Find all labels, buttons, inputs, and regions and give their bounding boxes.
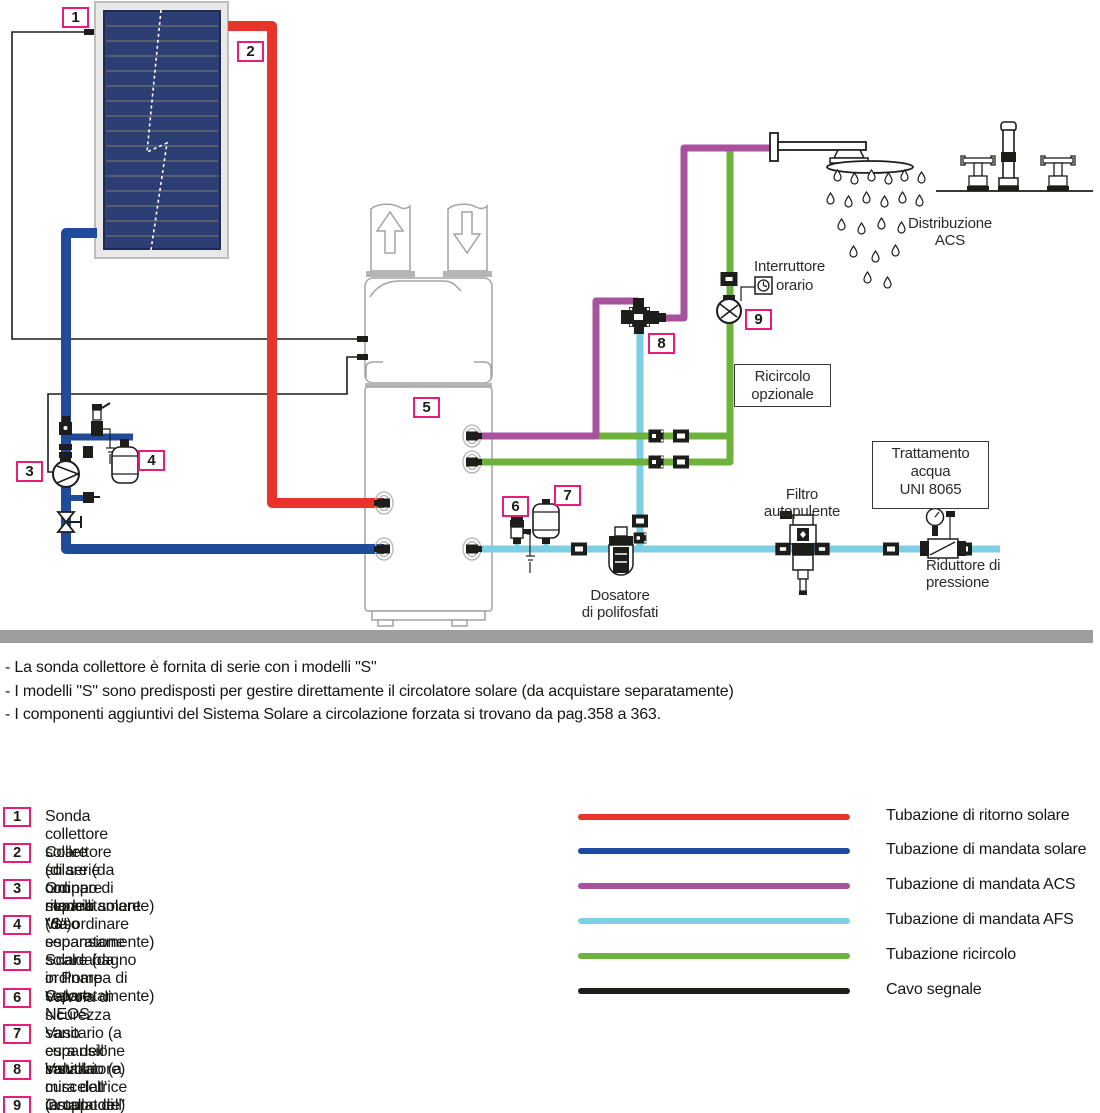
- legend-label: Collettore solare (da ordinare separatam…: [45, 844, 155, 915]
- pipe-label: Tubazione di mandata solare: [886, 841, 1087, 858]
- heat-pump-water-heater: [357, 203, 493, 627]
- recirculation-pump: [716, 295, 742, 324]
- faucet-handle-left: [960, 155, 996, 191]
- faucet-spout: [998, 121, 1019, 191]
- pipe-swatch: [578, 814, 850, 820]
- legend-num: 5: [3, 951, 31, 971]
- solar-safety-valve: [91, 402, 115, 464]
- legend-label: Vaso espansione sanitario (a cura dell’ …: [45, 1025, 126, 1113]
- pressure-reducer: [920, 507, 966, 559]
- callout-6: 6: [502, 496, 529, 517]
- piping-diagram: [11, 1, 1093, 627]
- pipe-swatch: [578, 918, 850, 924]
- legend-num: 1: [3, 807, 31, 827]
- label-riduttore: Riduttore di pressione: [926, 557, 1001, 591]
- pipe-recirculation: [476, 151, 734, 466]
- legend-label: Gruppo di rilancio solare (da ordinare s…: [45, 880, 155, 951]
- label-interruttore: Interruttore: [754, 258, 825, 275]
- label-filtro-autopulente: Filtro autopulente: [763, 486, 841, 520]
- sanitary-safety-valve: [510, 514, 535, 573]
- air-out-arrow: [452, 211, 482, 255]
- floor-line: [0, 630, 1093, 643]
- pipe-solar-return: [228, 21, 384, 508]
- legend-num: 9: [3, 1096, 31, 1113]
- legend-num: 4: [3, 915, 31, 935]
- signal-cables: [11, 31, 366, 473]
- callout-1: 1: [62, 7, 89, 28]
- legend-label: Gruppo di ricircolo sanitario (a cura de…: [45, 1097, 114, 1113]
- legend-label: Sonda collettore solare (di serie con mo…: [45, 808, 108, 933]
- mixing-valve: [621, 298, 666, 334]
- drain-funnel: [83, 446, 93, 458]
- callout-7: 7: [554, 485, 581, 506]
- lightning-glyph: [146, 9, 169, 251]
- solar-expansion-vessel: [111, 439, 139, 484]
- callout-3: 3: [16, 461, 43, 482]
- air-in-arrow: [375, 210, 405, 254]
- note-line: - La sonda collettore è fornita di serie…: [5, 659, 377, 676]
- pipe-swatch: [578, 988, 850, 994]
- label-trattamento-acqua: Trattamento acqua UNI 8065: [872, 441, 989, 509]
- label-distribuzione-acs: Distribuzione ACS: [907, 215, 993, 249]
- sanitary-expansion-vessel: [532, 499, 560, 544]
- shower: [769, 132, 926, 289]
- label-orario: orario: [776, 277, 814, 294]
- legend-label: Vaso espansione solare (da ordinare sepa…: [45, 916, 155, 1005]
- legend-num: 3: [3, 879, 31, 899]
- label-dosatore: Dosatore di polifosfati: [581, 587, 659, 621]
- legend-label: Valvola miscelatrice (a cura dell’ insta…: [45, 1061, 128, 1113]
- legend-label: Scaldabagno in Pompa di Calore NEOS: [45, 952, 137, 1023]
- legend-label: Valvola di sicurezza sanitario (a cura d…: [45, 989, 126, 1078]
- callout-4: 4: [138, 450, 165, 471]
- callout-5: 5: [413, 397, 440, 418]
- self-cleaning-filter: [775, 511, 830, 595]
- pipe-swatch: [578, 883, 850, 889]
- callout-8: 8: [648, 333, 675, 354]
- pipe-label: Tubazione di mandata AFS: [886, 911, 1074, 928]
- note-line: - I modelli "S" sono predisposti per ges…: [5, 682, 734, 700]
- legend-num: 2: [3, 843, 31, 863]
- legend-num: 8: [3, 1060, 31, 1080]
- timer-switch-icon: [754, 276, 773, 295]
- drain-valve: [83, 492, 94, 503]
- pipe-label: Tubazione ricircolo: [886, 946, 1016, 963]
- note-line: - I componenti aggiuntivi del Sistema So…: [5, 706, 661, 723]
- pipe-swatch: [578, 848, 850, 854]
- callout-2: 2: [237, 41, 264, 62]
- polyphosphate-doser: [608, 526, 634, 576]
- solar-collector: [94, 1, 229, 259]
- legend-num: 7: [3, 1024, 31, 1044]
- pipe-label: Tubazione di mandata ACS: [886, 876, 1076, 893]
- pipe-label: Cavo segnale: [886, 981, 982, 998]
- label-ricircolo-opzionale: Ricircolo opzionale: [734, 364, 831, 407]
- pipe-label: Tubazione di ritorno solare: [886, 807, 1070, 824]
- callout-9: 9: [745, 309, 772, 330]
- notes: - La sonda collettore è fornita di serie…: [5, 656, 734, 727]
- solar-circulator-pump: [52, 458, 80, 488]
- faucet-handle-right: [1040, 155, 1076, 191]
- timer-wire: [740, 286, 755, 301]
- union-fitting: [59, 444, 72, 450]
- legend-num: 6: [3, 988, 31, 1008]
- solar-pump-group: [52, 402, 139, 533]
- pipe-swatch: [578, 953, 850, 959]
- faucet-set: [936, 121, 1093, 192]
- recirculation-group: [716, 272, 773, 324]
- shutoff-valve: [56, 511, 82, 533]
